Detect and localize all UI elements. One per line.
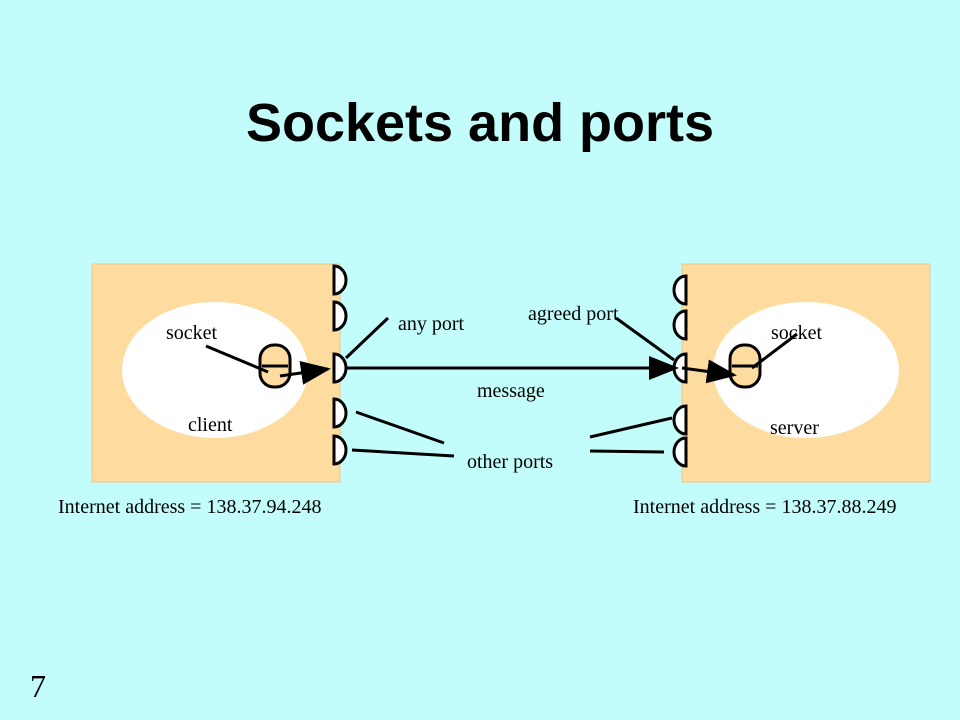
server-port-4 (672, 436, 688, 468)
any-port-label: any port (398, 313, 465, 335)
other-ports-pointer-client-2 (351, 448, 455, 458)
client-socket-to-port-arrow (279, 361, 331, 385)
server-address: Internet address = 138.37.88.249 (633, 496, 896, 518)
client-process-ellipse (122, 302, 308, 438)
other-ports-pointer-server-1 (589, 416, 673, 439)
server-port-1 (672, 274, 688, 306)
client-port-any (332, 352, 348, 384)
agreed-port-pointer (615, 316, 675, 362)
client-port-3 (332, 397, 348, 429)
client-port-2 (332, 300, 348, 332)
server-port-3 (672, 404, 688, 436)
client-process-label: client (188, 414, 233, 436)
server-process-label: server (770, 417, 819, 439)
server-port-to-socket-arrow (681, 359, 737, 384)
any-port-pointer (344, 316, 390, 360)
client-address: Internet address = 138.37.94.248 (58, 496, 321, 518)
server-socket-label: socket (771, 322, 823, 344)
client-port-4 (332, 434, 348, 466)
server-port-2 (672, 309, 688, 341)
server-socket-pointer (751, 332, 798, 370)
message-label: message (477, 380, 545, 402)
client-socket-label: socket (166, 322, 218, 344)
other-ports-pointer-client-1 (355, 410, 445, 445)
other-ports-label: other ports (467, 451, 553, 473)
page-number: 7 (30, 668, 46, 704)
other-ports-pointer-server-2 (589, 449, 665, 454)
agreed-port-label: agreed port (528, 303, 619, 325)
client-port-1 (332, 264, 348, 296)
slide-title: Sockets and ports (245, 93, 715, 153)
client-socket-pointer (205, 344, 269, 374)
server-process-ellipse (713, 302, 899, 438)
